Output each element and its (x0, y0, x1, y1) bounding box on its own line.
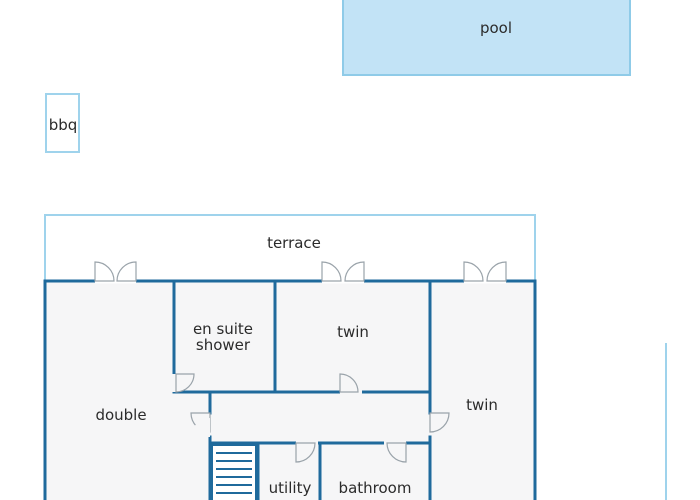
twin-middle-label: twin (337, 323, 369, 341)
pool (342, 0, 631, 76)
bbq-label: bbq (49, 116, 78, 134)
bbq (45, 93, 80, 153)
doors (94, 261, 507, 463)
twin-right-label: twin (466, 396, 498, 414)
en-suite-label-line2: shower (196, 336, 251, 354)
staircase (211, 444, 257, 500)
en-suite-label-line1: en suite (193, 320, 253, 338)
double-room-label: double (95, 406, 146, 424)
pool-label: pool (480, 19, 512, 37)
utility-label: utility (269, 479, 312, 497)
bathroom-label: bathroom (339, 479, 412, 497)
terrace-label: terrace (267, 234, 321, 252)
